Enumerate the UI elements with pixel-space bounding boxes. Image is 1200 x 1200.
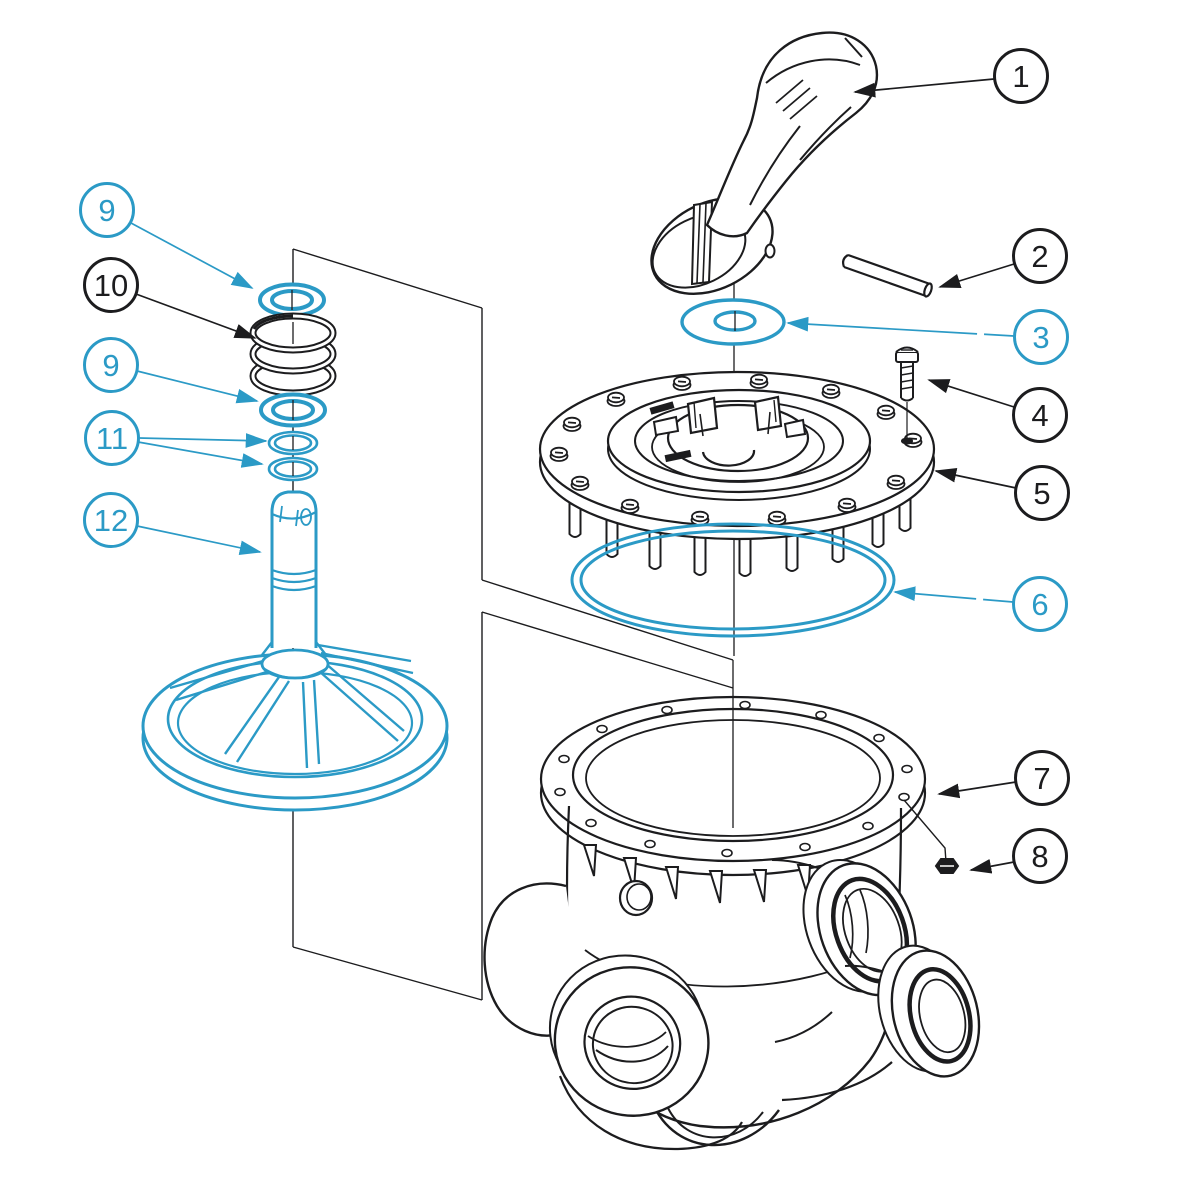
- leader-lines: [130, 78, 1017, 874]
- leader-11a: [138, 433, 268, 448]
- callout-10: 10: [83, 257, 139, 313]
- leader-1: [853, 78, 995, 98]
- handle-lever: [705, 31, 879, 238]
- callout-2: 2: [1012, 228, 1068, 284]
- callout-11: 11: [84, 410, 140, 466]
- body-flange-holes: [554, 700, 913, 858]
- leader-12: [136, 525, 262, 556]
- callout-5: 5: [1014, 465, 1070, 521]
- body-port-front: [548, 954, 743, 1151]
- callout-8: 8: [1012, 828, 1068, 884]
- diverter-ribs: [169, 643, 414, 769]
- body-gussets: [582, 844, 812, 904]
- valve-body: [483, 695, 981, 1151]
- leader-8: [969, 859, 1015, 874]
- leader-11b: [137, 441, 264, 468]
- leader-4: [927, 379, 1015, 408]
- leader-10: [135, 293, 257, 339]
- stem-o-ring-upper: [258, 282, 326, 318]
- callout-4: 4: [1012, 387, 1068, 443]
- stem-spring: [249, 312, 337, 397]
- stem-washer-lower: [267, 456, 319, 482]
- diverter-stem: [270, 490, 318, 648]
- cover-bolts: [549, 373, 923, 526]
- callout-9-lower: 9: [83, 337, 139, 393]
- callout-12: 12: [83, 492, 139, 548]
- stem-washer-upper: [267, 430, 319, 456]
- diverter-assembly: [141, 490, 449, 812]
- leader-9b: [136, 370, 259, 404]
- leader-7: [937, 781, 1017, 799]
- valve-cover: [538, 370, 936, 577]
- callout-3: 3: [1013, 309, 1069, 365]
- handle: [650, 31, 879, 295]
- cover-o-ring: [570, 522, 896, 638]
- callout-7: 7: [1014, 750, 1070, 806]
- callout-1: 1: [993, 48, 1049, 104]
- handle-washer: [680, 298, 786, 346]
- body-port-right: [781, 944, 981, 1102]
- callout-9-upper: 9: [79, 182, 135, 238]
- cover-cam-boss: [649, 395, 810, 473]
- leader-3: [786, 316, 1015, 337]
- leader-9a: [130, 222, 254, 289]
- handle-pin: [842, 253, 933, 298]
- cover-screw: [895, 346, 919, 445]
- stem-o-ring-lower: [259, 392, 327, 428]
- leader-2: [938, 263, 1015, 289]
- leader-5: [934, 468, 1017, 489]
- leader-6: [893, 586, 1014, 603]
- callout-6: 6: [1012, 576, 1068, 632]
- hex-nut: [903, 799, 960, 874]
- cover-studs: [568, 496, 912, 577]
